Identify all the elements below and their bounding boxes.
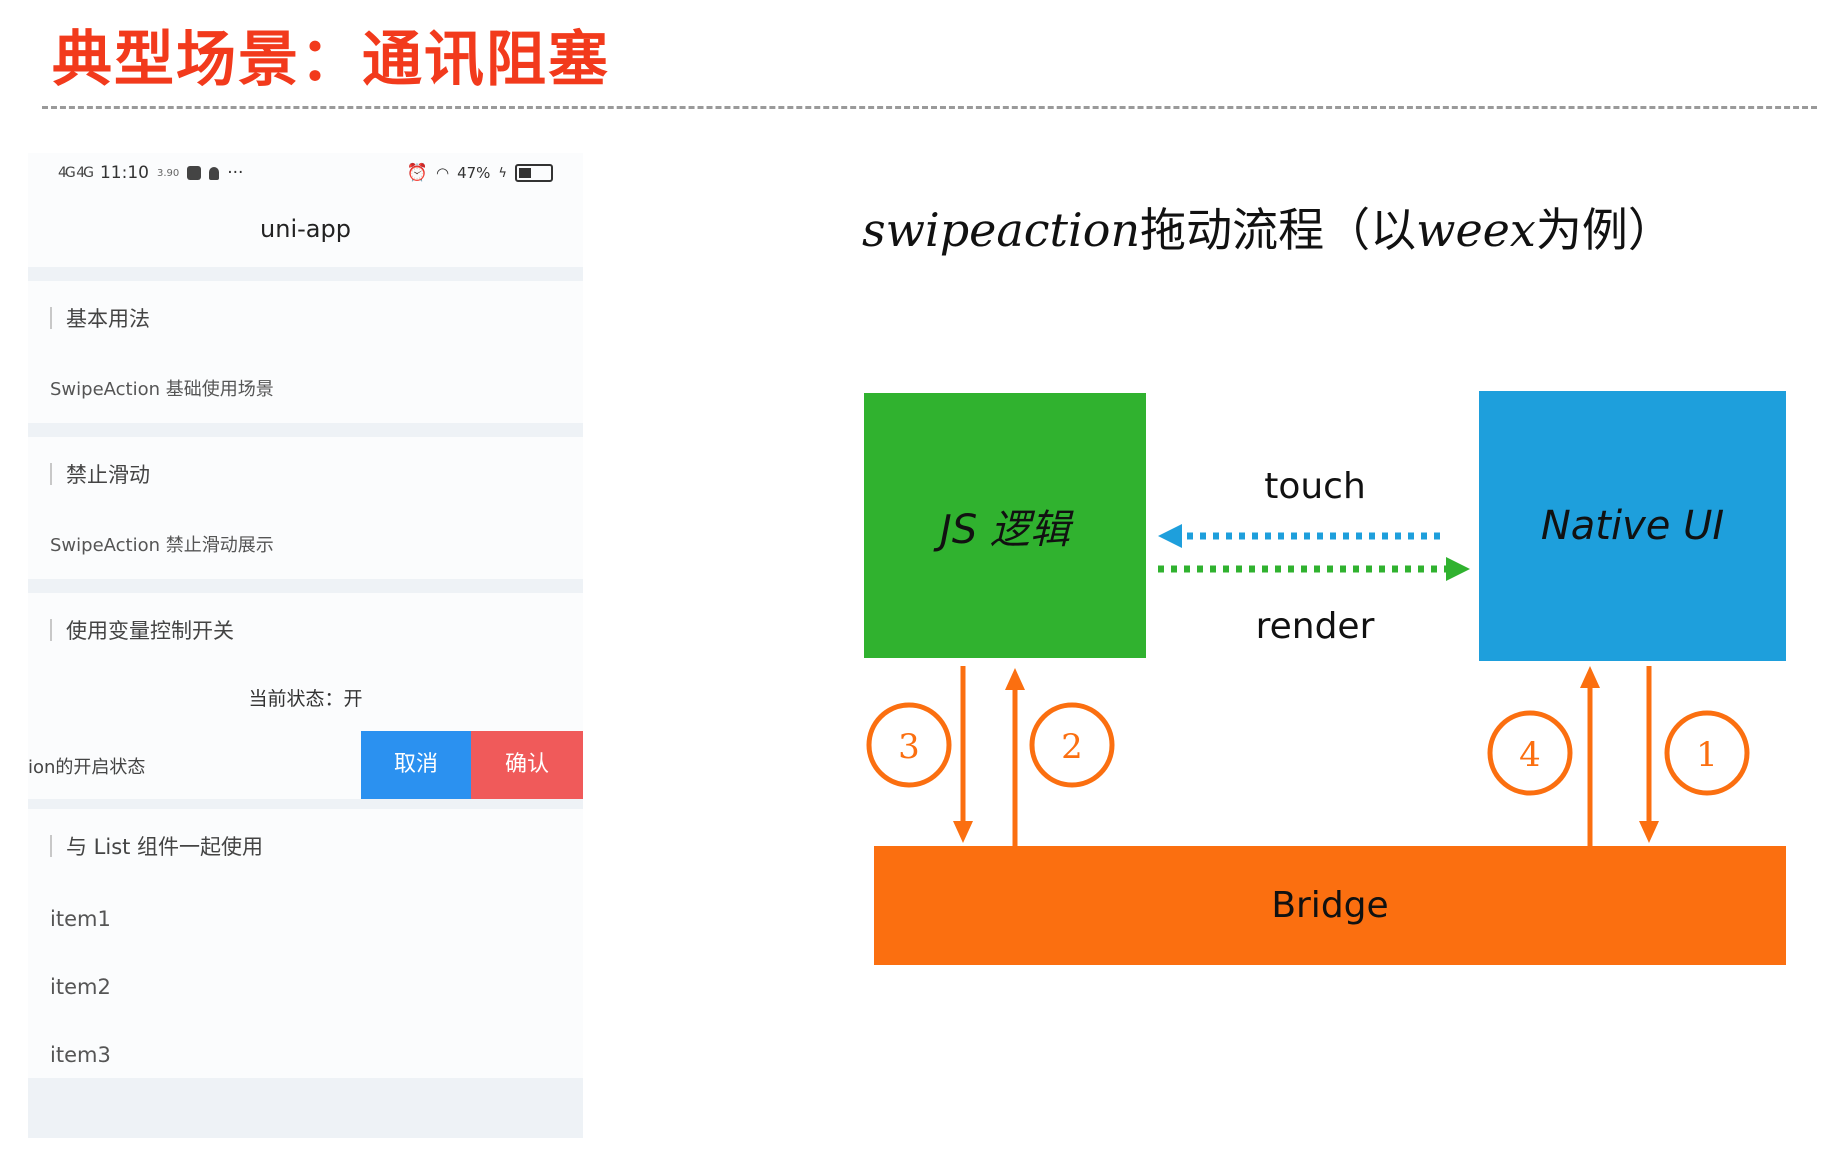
section-header-label: 与 List 组件一起使用 [66, 835, 264, 859]
more-notifications: ··· [227, 163, 244, 183]
section-header-label: 禁止滑动 [66, 463, 150, 487]
native-ui-label: Native UI [1540, 503, 1725, 549]
bridge-label: Bridge [1271, 885, 1389, 926]
step4-number: 4 [1519, 735, 1541, 775]
phone-screenshot: 4G 4G 11:10 3.90 ··· ⏰ ◠ 47% ϟ uni-app 基… [28, 153, 583, 1138]
wifi-icon: ◠ [435, 164, 450, 182]
slide-title: 典型场景：通讯阻塞 [52, 25, 610, 95]
battery-percent: 47% [457, 164, 491, 182]
list-item[interactable]: SwipeAction 基础使用场景 [28, 353, 583, 423]
cancel-button[interactable]: 取消 [361, 731, 471, 799]
touch-arrow [1158, 524, 1440, 548]
alarm-icon: ⏰ [406, 163, 428, 183]
switch-status-text: 当前状态：开 [248, 688, 363, 710]
js-logic-node: JS 逻辑 [864, 393, 1146, 658]
status-time: 11:10 [99, 163, 149, 183]
diagram-title: swipeaction拖动流程（以weex为例） [862, 203, 1674, 257]
step1-number: 1 [1696, 735, 1718, 775]
charging-icon: ϟ [498, 165, 507, 181]
list-item-label: SwipeAction 禁止滑动展示 [50, 535, 274, 556]
render-label: render [1255, 606, 1375, 647]
touch-label: touch [1264, 466, 1366, 507]
list-item-label: SwipeAction 基础使用场景 [50, 379, 274, 400]
section-divider [28, 799, 583, 809]
network-speed: 3.90 [156, 167, 180, 179]
render-arrow [1158, 557, 1470, 581]
bridge-node: Bridge [874, 846, 1786, 965]
section-header-label: 基本用法 [66, 307, 150, 331]
step1-arrow [1639, 666, 1659, 843]
native-ui-node: Native UI [1479, 391, 1786, 661]
section-divider [28, 267, 583, 281]
list-item-label: item3 [50, 1043, 111, 1067]
list-item-label: item2 [50, 975, 111, 999]
list-item[interactable]: item1 [28, 885, 583, 955]
section-header-label: 使用变量控制开关 [66, 619, 234, 643]
section-divider [28, 579, 583, 593]
section-header: 禁止滑动 [28, 437, 583, 509]
step3-circle: 3 [866, 702, 952, 788]
step1-circle: 1 [1664, 710, 1750, 796]
bottom-padding [28, 1078, 583, 1138]
list-item-label: item1 [50, 907, 111, 931]
list-item[interactable]: SwipeAction 禁止滑动展示 [28, 509, 583, 579]
battery-icon [515, 164, 553, 182]
confirm-button[interactable]: 确认 [471, 731, 583, 799]
notification-bell-icon [209, 166, 220, 180]
step2-arrow [1005, 668, 1025, 846]
swipe-action-row[interactable]: ion的开启状态 取消 确认 [28, 731, 583, 799]
section-header: 基本用法 [28, 281, 583, 353]
swipe-row-label: ion的开启状态 [28, 757, 146, 778]
signal-icon: 4G 4G [58, 165, 94, 181]
nav-title: uni-app [260, 215, 351, 243]
list-item[interactable]: item2 [28, 953, 583, 1023]
js-logic-label: JS 逻辑 [940, 506, 1070, 553]
app-notification-icon [187, 166, 202, 180]
nav-bar: uni-app [28, 197, 583, 267]
step4-circle: 4 [1487, 710, 1573, 796]
step3-arrow [953, 666, 973, 843]
section-divider [28, 423, 583, 437]
section-header: 与 List 组件一起使用 [28, 809, 583, 881]
step2-number: 2 [1061, 727, 1083, 767]
step2-circle: 2 [1029, 702, 1115, 788]
status-bar: 4G 4G 11:10 3.90 ··· ⏰ ◠ 47% ϟ [28, 153, 583, 197]
title-divider [42, 106, 1817, 109]
step3-number: 3 [898, 727, 920, 767]
section-header: 使用变量控制开关 [28, 593, 583, 665]
step4-arrow [1580, 666, 1600, 846]
